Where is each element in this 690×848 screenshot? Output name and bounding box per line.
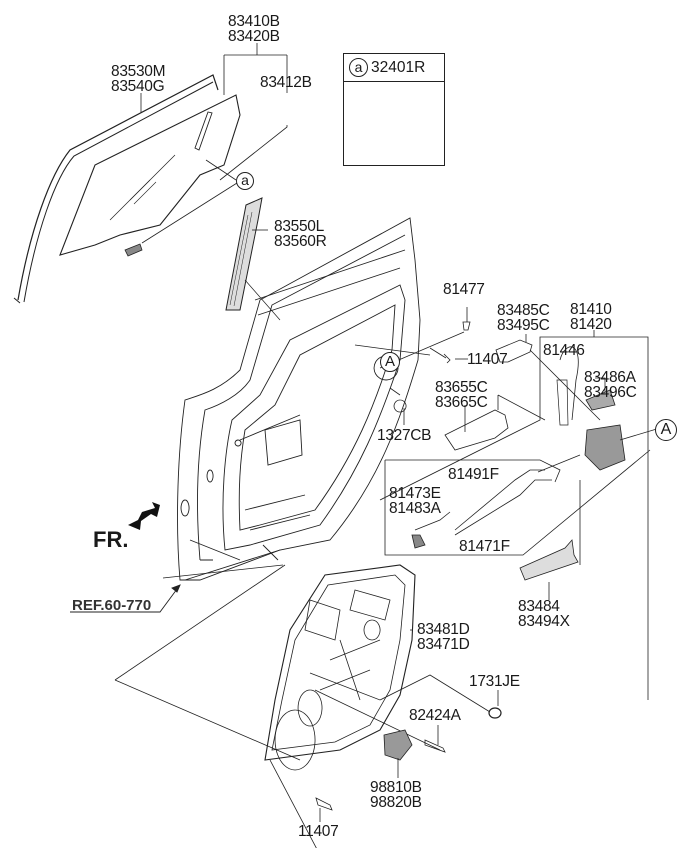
- reference-link[interactable]: REF.60-770: [72, 597, 152, 614]
- bracket-drawing: [495, 334, 601, 421]
- door-glass-drawing: [59, 94, 241, 257]
- callout-A-latch: A: [655, 419, 677, 441]
- grommet-drawing: [488, 690, 502, 719]
- legend-code: 32401R: [371, 59, 426, 76]
- regulator-leaders: [114, 564, 491, 848]
- door-shell-drawing: [177, 217, 421, 581]
- regulator-panel-drawing: [264, 564, 416, 771]
- part-label-cable-81446[interactable]: 81446: [543, 342, 585, 359]
- cable-box: [384, 449, 651, 556]
- callout-A-door: A: [380, 352, 400, 372]
- part-label-cable-81471f[interactable]: 81471F: [459, 538, 510, 555]
- screw-motor-drawing: [383, 725, 446, 778]
- run-channel-drawing: [13, 74, 219, 304]
- delta-moulding-drawing: [225, 197, 268, 311]
- latch-cover-drawing: [519, 480, 581, 600]
- leader-lines: [140, 43, 288, 244]
- part-label-cable-81491f[interactable]: 81491F: [448, 466, 499, 483]
- front-indicator: FR.: [93, 527, 129, 552]
- part-label-screw-82424a[interactable]: 82424A: [409, 707, 461, 724]
- legend-ref-marker: a: [349, 58, 368, 77]
- part-label-bolt-11407-top[interactable]: 11407: [467, 351, 508, 368]
- legend-header: a 32401R: [344, 54, 444, 82]
- ref-arrow: [70, 584, 181, 613]
- bottom-bolt-drawing: [315, 797, 333, 822]
- part-label-grommet[interactable]: 1731JE: [469, 673, 520, 690]
- part-label-glass-sub[interactable]: 83412B: [260, 74, 312, 91]
- handle-bracket-drawing: [444, 394, 546, 451]
- latch-assembly-bracket: [379, 330, 661, 700]
- part-label-nut-1327cb[interactable]: 1327CB: [377, 427, 432, 444]
- callout-a-glass: a: [236, 172, 254, 190]
- part-label-bolt-81477[interactable]: 81477: [443, 281, 485, 298]
- legend-box: a 32401R: [343, 53, 445, 166]
- part-label-bolt-11407-bottom[interactable]: 11407: [298, 823, 339, 840]
- front-arrow-icon: [128, 502, 160, 530]
- door-hardware-drawing: [354, 307, 471, 425]
